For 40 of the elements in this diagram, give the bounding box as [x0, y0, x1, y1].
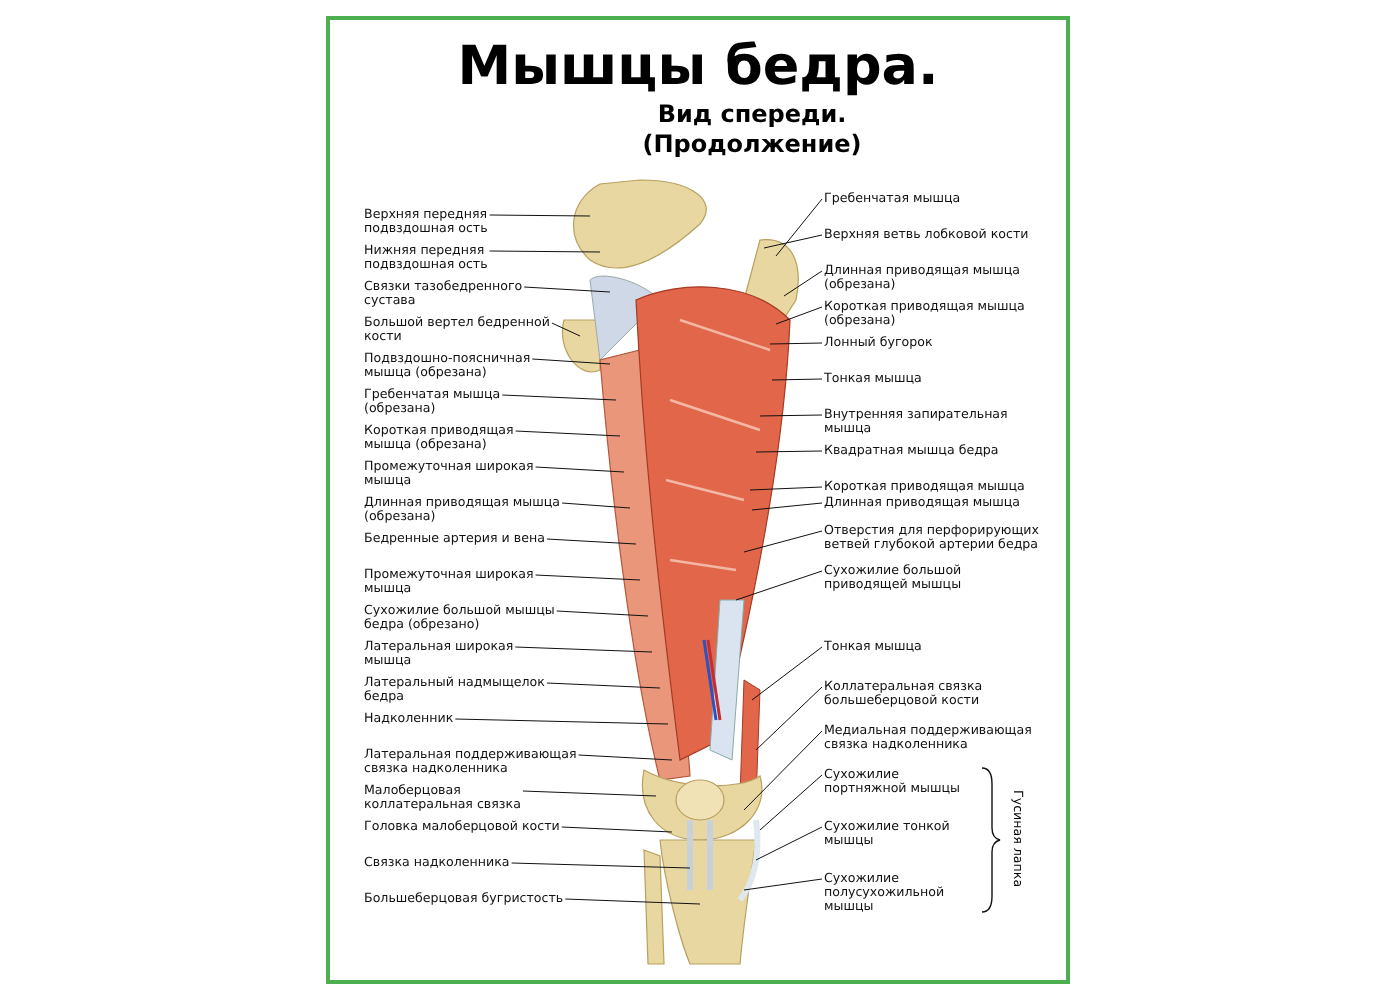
- leader-line: [763, 234, 823, 249]
- leader-line: [743, 730, 823, 811]
- leader-line: [743, 878, 823, 891]
- leader-line: [556, 610, 649, 617]
- leader-line: [535, 466, 625, 473]
- leader-line: [531, 358, 611, 365]
- leader-line: [561, 826, 673, 833]
- leader-line: [783, 270, 823, 297]
- leader-line: [561, 502, 631, 509]
- leader-line: [775, 198, 823, 257]
- subtitle: Вид спереди. (Продолжение): [640, 100, 864, 160]
- leader-line: [454, 718, 669, 725]
- leader-line: [751, 502, 823, 511]
- leader-line: [755, 686, 823, 751]
- leader-line: [546, 538, 637, 545]
- leader-line: [771, 378, 823, 381]
- leader-line: [769, 342, 823, 345]
- leader-line: [501, 394, 617, 401]
- leader-line: [515, 430, 621, 437]
- leader-line: [735, 570, 823, 601]
- leader-line: [755, 450, 823, 453]
- leader-line: [751, 646, 823, 701]
- leader-line: [755, 826, 823, 861]
- leader-line: [775, 306, 823, 325]
- leader-line: [511, 862, 691, 869]
- leader-line: [514, 646, 653, 653]
- leader-line: [489, 214, 591, 217]
- leader-line: [523, 286, 611, 293]
- leader-line: [535, 574, 641, 581]
- leader-line: [522, 790, 657, 797]
- leader-line: [546, 682, 661, 689]
- leader-line: [564, 898, 701, 905]
- leader-line: [551, 322, 581, 337]
- poster-title: Мышцы бедра.: [455, 36, 941, 98]
- leader-line: [489, 250, 601, 253]
- leader-line: [759, 414, 823, 417]
- leader-line: [743, 530, 823, 553]
- leader-line: [749, 486, 823, 491]
- leader-line: [578, 754, 673, 761]
- leader-line: [759, 774, 823, 831]
